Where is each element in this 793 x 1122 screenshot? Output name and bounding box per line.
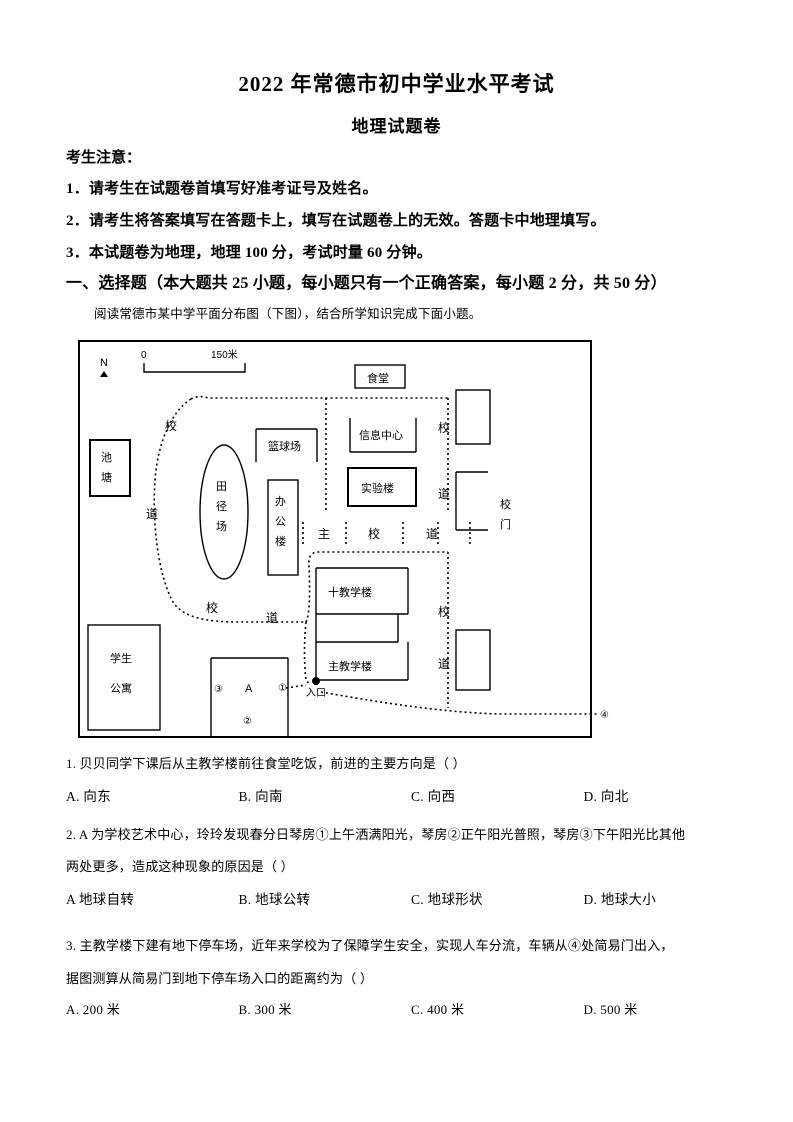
- notice-heading: 考生注意：: [66, 150, 142, 166]
- road-label-west-1: 校: [165, 418, 177, 433]
- road-north: [190, 395, 448, 400]
- scale-end-label: 150米: [211, 348, 238, 361]
- road-entrance-stub: [285, 684, 307, 689]
- school-gate-shape: [455, 471, 488, 531]
- road-label-main-1: 主: [318, 527, 330, 541]
- student-apartment-label-1: 学生: [110, 651, 132, 665]
- road-inner-bend: [305, 551, 448, 623]
- road-label-west-2: 道: [146, 507, 158, 521]
- road-label-east-bottom-2: 道: [438, 657, 450, 671]
- lab-building-label: 实验楼: [361, 481, 394, 495]
- art-center-shape: [210, 657, 289, 738]
- question-3-option-d[interactable]: D. 500 米: [583, 1002, 638, 1018]
- tenth-teaching-building-shape: [315, 567, 409, 615]
- page-title: 2022 年常德市初中学业水平考试: [238, 72, 555, 96]
- pond-label-1: 池: [101, 451, 112, 464]
- road-label-main-3: 道: [426, 527, 438, 541]
- student-apartment-label-2: 公寓: [110, 681, 132, 695]
- office-building-label-3: 楼: [275, 534, 286, 548]
- road-label-east-bottom-1: 校: [438, 604, 450, 619]
- road-label-east-top-2: 道: [438, 487, 450, 501]
- question-2-option-b[interactable]: B. 地球公转: [238, 892, 311, 908]
- track-field-label-2: 径: [216, 500, 227, 513]
- road-label-south-2: 道: [266, 611, 278, 625]
- road-label-main-2: 校: [368, 526, 380, 541]
- question-2-option-a[interactable]: A 地球自转: [66, 892, 135, 908]
- canteen-label: 食堂: [367, 371, 389, 385]
- section-heading: 一、选择题（本大题共 25 小题，每小题只有一个正确答案，每小题 2 分，共 5…: [66, 275, 667, 292]
- question-2-option-d[interactable]: D. 地球大小: [583, 892, 657, 908]
- track-field-label-1: 田: [216, 481, 227, 493]
- scale-bar-icon: [143, 363, 246, 373]
- pond-label-2: 塘: [101, 470, 112, 484]
- question-1-option-d[interactable]: D. 向北: [583, 788, 629, 804]
- question-1-option-b[interactable]: B. 向南: [238, 788, 283, 804]
- page-subtitle: 地理试题卷: [351, 117, 442, 136]
- entrance-dot-icon: [312, 677, 320, 685]
- basketball-court-label: 篮球场: [268, 439, 301, 453]
- track-field-shape: [199, 444, 249, 580]
- school-gate-label-2: 门: [500, 517, 511, 531]
- basketball-court-shape: [255, 428, 318, 462]
- question-2-stem-line-1: 2. A 为学校艺术中心，玲玲发现春分日琴房①上午洒满阳光，琴房②正午阳光普照，…: [66, 826, 686, 842]
- pond-shape: [89, 439, 131, 497]
- entrance-label: 入口: [306, 688, 326, 699]
- map-outer-border: [78, 340, 592, 738]
- lab-building-shape: [347, 467, 417, 507]
- question-3-option-a[interactable]: A. 200 米: [66, 1002, 121, 1018]
- marker-1: ①: [278, 683, 287, 694]
- tenth-teaching-building-wing: [315, 614, 399, 643]
- office-building-label-1: 办: [275, 495, 286, 508]
- road-label-east-top-1: 校: [438, 420, 450, 435]
- compass-north-icon: [100, 371, 108, 377]
- compass-north-label: N: [100, 357, 108, 369]
- tenth-teaching-building-label: 十教学楼: [328, 585, 372, 599]
- road-west-loop: [153, 398, 306, 623]
- candidate-notice: 考生注意： 1．请考生在试题卷首填写好准考证号及姓名。 2．请考生将答案填写在答…: [66, 146, 746, 273]
- question-1-stem: 1. 贝贝同学下课后从主教学楼前往食堂吃饭，前进的主要方向是（ ）: [66, 756, 466, 771]
- main-teaching-building-label: 主教学楼: [328, 659, 372, 673]
- office-building-label-2: 公: [275, 516, 286, 528]
- east-building-top: [455, 389, 491, 445]
- passage-lead-in: 阅读常德市某中学平面分布图（下图），结合所学知识完成下面小题。: [94, 307, 482, 321]
- question-3-stem-line-2: 据图测算从简易门到地下停车场入口的距离约为（ ）: [66, 970, 374, 986]
- question-2-option-c[interactable]: C. 地球形状: [411, 892, 483, 908]
- art-center-label: A: [245, 683, 253, 695]
- information-center-label: 信息中心: [359, 428, 403, 442]
- question-1-options: A. 向东 B. 向南 C. 向西 D. 向北: [66, 785, 756, 805]
- road-southeast-to-gate: [320, 691, 598, 715]
- question-2-options: A 地球自转 B. 地球公转 C. 地球形状 D. 地球大小: [66, 888, 756, 908]
- canteen-shape: [354, 364, 406, 389]
- student-apartment-shape: [87, 624, 161, 731]
- main-teaching-building-shape: [315, 642, 409, 681]
- road-label-south-1: 校: [206, 600, 218, 615]
- question-3-option-b[interactable]: B. 300 米: [238, 1002, 292, 1018]
- question-3-options: A. 200 米 B. 300 米 C. 400 米 D. 500 米: [66, 999, 756, 1018]
- scale-start-label: 0: [141, 350, 147, 361]
- office-building-shape: [267, 479, 299, 576]
- marker-4: ④: [600, 710, 609, 721]
- notice-line-2: 2．请考生将答案填写在答题卡上，填写在试题卷上的无效。答题卡中地理填写。: [66, 213, 606, 229]
- marker-3: ③: [214, 684, 223, 695]
- question-1-option-a[interactable]: A. 向东: [66, 788, 111, 804]
- marker-2: ②: [243, 716, 252, 727]
- track-field-label-3: 场: [216, 519, 227, 533]
- east-building-bottom: [455, 629, 491, 691]
- question-3-stem-line-1: 3. 主教学楼下建有地下停车场，近年来学校为了保障学生安全，实现人车分流，车辆从…: [66, 938, 674, 954]
- notice-line-3: 3．本试题卷为地理，地理 100 分，考试时量 60 分钟。: [66, 245, 433, 261]
- information-center-shape: [349, 418, 417, 453]
- notice-line-1: 1．请考生在试题卷首填写好准考证号及姓名。: [66, 181, 378, 197]
- school-gate-label-1: 校: [500, 497, 511, 511]
- road-to-entrance: [303, 621, 311, 686]
- school-plan-map: N 0 150米 池 塘 食堂 篮球场 信息中心 实验楼 田: [78, 340, 718, 740]
- question-3-option-c[interactable]: C. 400 米: [411, 1002, 465, 1018]
- question-1-option-c[interactable]: C. 向西: [411, 788, 456, 804]
- questions-list: 1. 贝贝同学下课后从主教学楼前往食堂吃饭，前进的主要方向是（ ） A. 向东 …: [66, 752, 756, 1036]
- question-2-stem-line-2: 两处更多，造成这种现象的原因是（ ）: [66, 859, 294, 875]
- map-drawing: N 0 150米 池 塘 食堂 篮球场 信息中心 实验楼 田: [87, 348, 609, 738]
